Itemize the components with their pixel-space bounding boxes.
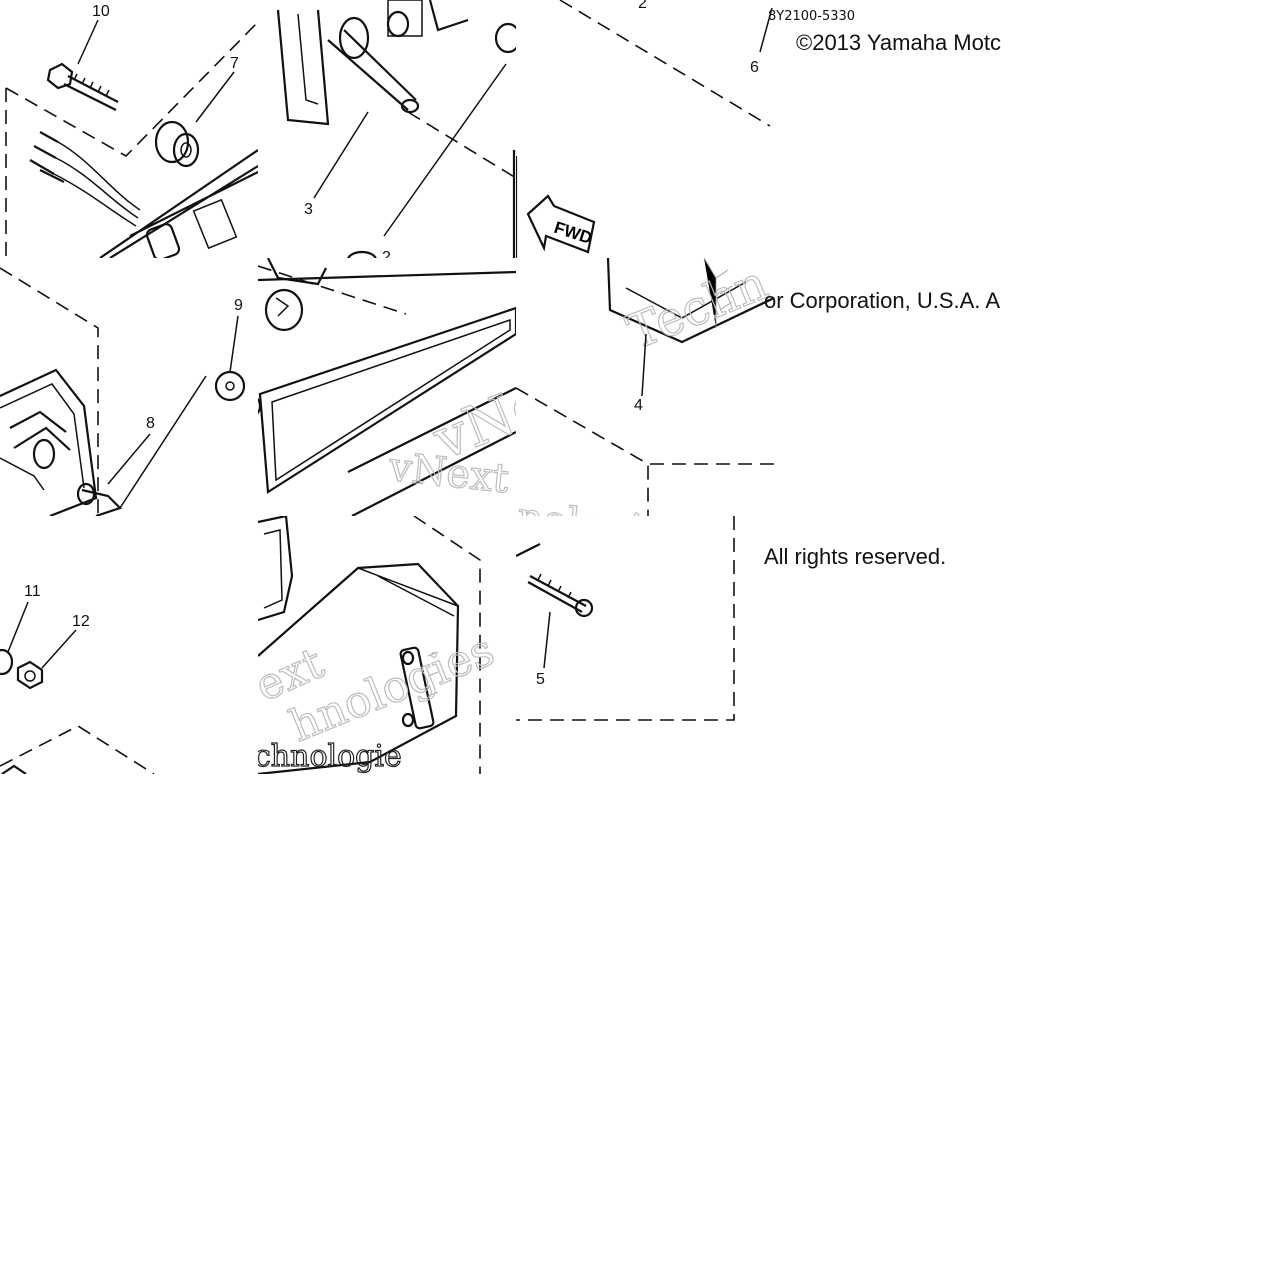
tile-bolt-grommet: 10 7 <box>0 0 258 258</box>
lens-cover-drawing: ext hnologies chnologie <box>258 516 502 774</box>
callout-7: 7 <box>230 55 239 72</box>
screw-head-icon <box>574 598 594 618</box>
copyright-line-2: or Corporation, U.S.A. A <box>764 288 1000 313</box>
bolt-grommet-drawing: 10 7 <box>5 3 258 258</box>
tile-lens-housing: 3 2 <box>258 0 516 258</box>
callout-10: 10 <box>92 3 110 20</box>
tile-lamp-body: Techn 4 1 nologies <box>516 258 774 516</box>
fwd-label: FWD <box>552 218 595 248</box>
callout-5: 5 <box>536 671 545 688</box>
gasket-outline <box>258 306 516 494</box>
callout-11: 11 <box>24 583 41 600</box>
lens-housing-drawing: 3 2 <box>276 0 516 258</box>
part-code-label: 8Y2100-5330 <box>768 9 855 24</box>
callout-2-lower: 2 <box>382 249 391 258</box>
housing-washer-drawing: 9 8 <box>0 267 246 516</box>
watermark-nologies: nologies <box>516 494 688 516</box>
bulb-icon <box>264 288 304 332</box>
screw-drawing: 5 <box>516 516 735 721</box>
tile-housing-washer: 9 8 <box>0 258 258 516</box>
watermark-chnologie: chnologie <box>258 739 402 774</box>
tile-lens-cover: ext hnologies chnologie <box>258 516 516 774</box>
header-fwd-drawing: 2 8Y2100-5330 6 FWD <box>516 0 855 258</box>
callout-12: 12 <box>72 613 90 630</box>
callout-6: 6 <box>750 59 759 76</box>
gasket-bulb-drawing: vNext Te vNe <box>258 258 516 516</box>
tile-header-fwd: 2 8Y2100-5330 6 FWD <box>516 0 1030 258</box>
tile-screw: 5 <box>516 516 774 774</box>
nuts-drawing: 11 12 <box>0 583 155 774</box>
callout-3: 3 <box>304 201 313 218</box>
copyright-line-1: ©2013 Yamaha Motc <box>796 30 1001 55</box>
tile-nuts: 11 12 <box>0 516 258 774</box>
watermark-techn: Techn <box>620 258 774 361</box>
tile-gasket-bulb: vNext Te vNe <box>258 258 516 516</box>
callout-4: 4 <box>634 397 643 414</box>
lamp-body-drawing: Techn 4 1 nologies <box>516 258 774 516</box>
callout-2: 2 <box>638 0 647 12</box>
callout-8: 8 <box>146 415 155 432</box>
copyright-line-3: All rights reserved. <box>764 544 947 569</box>
fwd-arrow-icon: FWD <box>526 194 596 254</box>
callout-9: 9 <box>234 297 243 314</box>
